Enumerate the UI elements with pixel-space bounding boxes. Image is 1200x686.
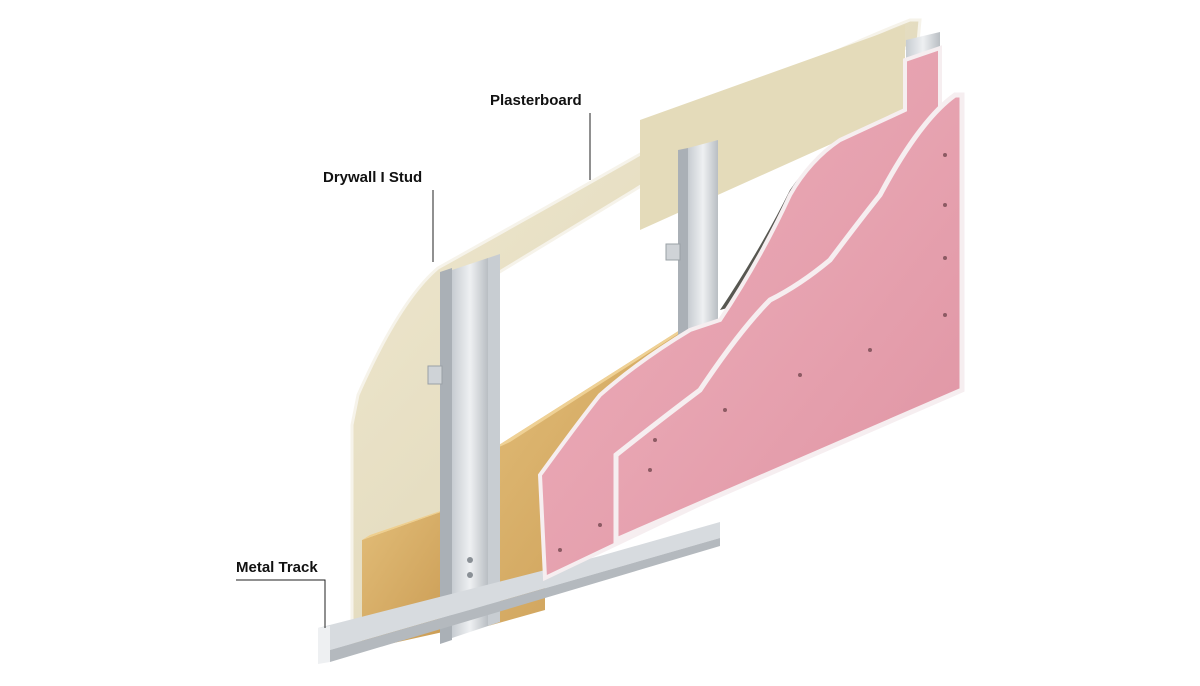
leader-track bbox=[236, 579, 326, 628]
insulation-left-side bbox=[362, 505, 458, 540]
metal-track-label: Metal Track bbox=[236, 559, 318, 576]
board-screws bbox=[558, 153, 947, 552]
pink-plasterboard-outer bbox=[613, 92, 965, 544]
insulation-right-top bbox=[488, 320, 700, 452]
leader-lines bbox=[236, 113, 591, 628]
drywall-stud-front bbox=[427, 254, 500, 644]
metal-track bbox=[318, 522, 720, 664]
drywall-stud-middle bbox=[665, 140, 718, 348]
plasterboard-label: Plasterboard bbox=[490, 92, 582, 109]
drywall-stud-label: Drywall I Stud bbox=[323, 169, 423, 186]
